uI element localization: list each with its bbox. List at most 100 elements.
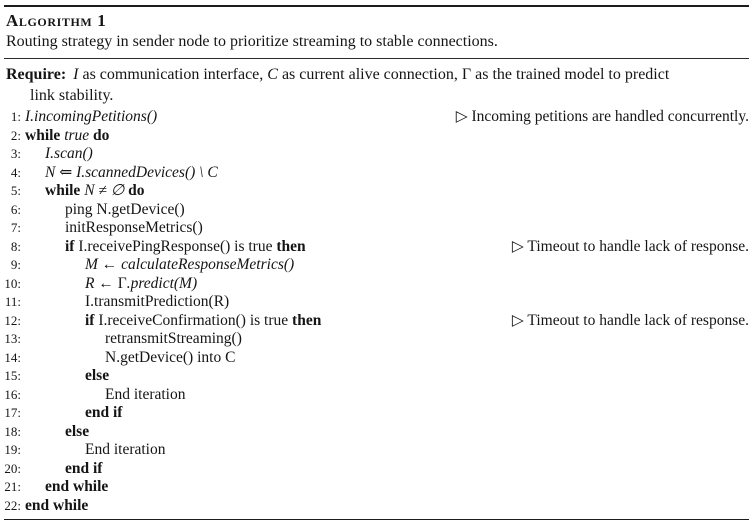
line-code: end while (21, 497, 88, 516)
keyword-text: end while (45, 478, 109, 495)
line-number: 5: (10, 183, 21, 198)
keyword-text: else (65, 422, 90, 440)
line-code: R ← Γ.predict(M) (21, 275, 197, 294)
line-comment: ▷ Incoming petitions are handled concurr… (455, 108, 749, 125)
line-code: else (21, 423, 89, 442)
algorithm-line-22: 22:end while (4, 497, 749, 516)
algorithm-line-1: 1:I.incomingPetitions() ▷ Incoming petiti… (4, 108, 749, 127)
algorithm-line-9: 9: M ← calculateResponseMetrics() (4, 256, 749, 275)
algorithm-line-4: 4:N ⇐ I.scannedDevices() \ C (4, 164, 749, 183)
keyword-text: then (276, 237, 306, 255)
algorithm-line-14: 14: N.getDevice() into C (4, 349, 749, 368)
line-number: 14: (4, 349, 21, 365)
keyword-text: while (25, 126, 65, 144)
line-code: if I.receivePingResponse() is true then (21, 238, 306, 257)
line-number: 4: (10, 164, 21, 180)
plain-text: retransmitStreaming() (105, 330, 242, 347)
line-code: end if (21, 460, 102, 479)
keyword-text: else (85, 367, 110, 384)
math-text: M ← calculateResponseMetrics() (85, 256, 295, 273)
algorithm-line-6: 6: ping N.getDevice() (4, 201, 749, 220)
line-number: 18: (4, 423, 21, 439)
algorithm-line-18: 18: else (4, 423, 749, 442)
keyword-text: then (292, 311, 322, 329)
plain-text: I.transmitPrediction(R) (85, 293, 230, 310)
math-text: N ≠ ∅ (84, 182, 125, 199)
line-number: 1: (10, 109, 21, 124)
math-text: true (64, 126, 90, 144)
plain-text: N.getDevice() into C (105, 348, 236, 366)
plain-text: as communication interface, (78, 66, 268, 83)
line-comment: ▷ Timeout to handle lack of response. (511, 237, 749, 255)
require-statement: I as communication interface, C as curre… (73, 66, 669, 83)
keyword-text: do (89, 126, 110, 144)
line-code: I.incomingPetitions() (21, 108, 157, 127)
plain-text: ping N.getDevice() (65, 200, 185, 218)
require-continuation: link stability. (30, 87, 114, 104)
math-text: I.scan() (45, 145, 93, 162)
algorithm-line-13: 13: retransmitStreaming() (4, 330, 749, 349)
line-number: 8: (10, 238, 21, 254)
plain-text: I.receiveConfirmation() is true (98, 311, 293, 329)
line-number: 10: (4, 275, 21, 291)
line-code: end if (21, 404, 122, 423)
math-text: C (267, 66, 278, 83)
math-text: I (73, 66, 79, 83)
plain-text: I.receivePingResponse() is true (78, 237, 277, 255)
plain-text: initResponseMetrics() (65, 219, 203, 236)
line-number: 9: (10, 257, 21, 272)
keyword-text: end if (85, 404, 123, 421)
line-number: 13: (4, 331, 21, 346)
algorithm-header: Algorithm 1 Routing strategy in sender n… (4, 5, 749, 59)
plain-text: Γ (117, 274, 127, 292)
line-number: 2: (10, 127, 21, 143)
keyword-text: while (45, 182, 85, 199)
algorithm-lines: 1:I.incomingPetitions() ▷ Incoming petiti… (4, 108, 749, 515)
line-code: while true do (21, 127, 109, 146)
line-code: N.getDevice() into C (21, 349, 235, 368)
keyword-text: do (124, 182, 145, 199)
math-text: R ← (85, 274, 118, 292)
algorithm-line-19: 19:End iteration (4, 441, 749, 460)
line-code: End iteration (21, 386, 186, 405)
algorithm-line-21: 21:end while (4, 478, 749, 497)
keyword-text: if (85, 311, 99, 329)
algorithm-line-16: 16: End iteration (4, 386, 749, 405)
line-code: else (21, 367, 109, 386)
line-code: end while (21, 478, 108, 497)
line-number: 19: (4, 442, 21, 457)
line-number: 22: (4, 497, 21, 513)
line-number: 6: (10, 201, 21, 217)
line-code: while N ≠ ∅ do (21, 182, 145, 201)
line-code: I.scan() (21, 145, 93, 164)
line-code: ping N.getDevice() (21, 201, 185, 220)
line-code: I.transmitPrediction(R) (21, 293, 229, 312)
require-block: Require:I as communication interface, C … (4, 64, 749, 106)
line-code: End iteration (21, 441, 166, 460)
line-number: 15: (4, 368, 21, 383)
algorithm-line-3: 3: I.scan() (4, 145, 749, 164)
line-comment: ▷ Timeout to handle lack of response. (511, 311, 749, 329)
keyword-text: end while (25, 496, 89, 514)
line-number: 3: (10, 146, 21, 161)
line-number: 20: (4, 460, 21, 476)
keyword-text: end if (65, 459, 103, 477)
algorithm-caption: Routing strategy in sender node to prior… (6, 33, 498, 50)
line-number: 7: (10, 220, 21, 235)
algorithm-line-8: 8:if I.receivePingResponse() is true the… (4, 238, 749, 257)
algorithm-line-15: 15: else (4, 367, 749, 386)
line-code: if I.receiveConfirmation() is true then (21, 312, 321, 331)
line-number: 16: (4, 386, 21, 402)
algorithm-line-7: 7: initResponseMetrics() (4, 219, 749, 238)
plain-text: End iteration (105, 385, 186, 403)
math-text: .predict(M) (126, 274, 198, 292)
algorithm-line-17: 17:end if (4, 404, 749, 423)
algorithm-body: Require:I as communication interface, C … (4, 59, 749, 520)
algorithm-line-11: 11: I.transmitPrediction(R) (4, 293, 749, 312)
line-code: M ← calculateResponseMetrics() (21, 256, 294, 275)
algorithm-line-20: 20: end if (4, 460, 749, 479)
line-number: 11: (4, 294, 21, 309)
algorithm-line-5: 5:while N ≠ ∅ do (4, 182, 749, 201)
line-code: retransmitStreaming() (21, 330, 242, 349)
algorithm-line-10: 10:R ← Γ.predict(M) (4, 275, 749, 294)
